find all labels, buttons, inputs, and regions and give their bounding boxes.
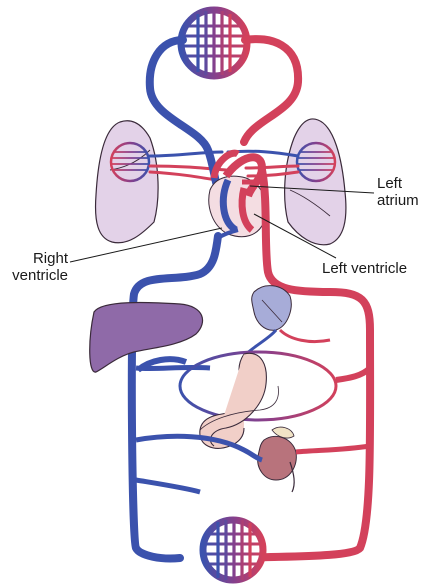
left-lung-capillary-bed bbox=[295, 141, 337, 183]
label-left-atrium-line1: Left bbox=[377, 175, 403, 192]
artery-to-head bbox=[240, 35, 303, 146]
hepatic-vein bbox=[135, 364, 211, 372]
liver bbox=[89, 301, 204, 373]
mesenteric-artery bbox=[335, 365, 373, 383]
label-left-atrium-line2: atrium bbox=[377, 192, 419, 209]
heart bbox=[208, 149, 268, 240]
spleen bbox=[251, 285, 292, 331]
label-right-ventricle-line2: ventricle bbox=[12, 267, 68, 284]
label-right-ventricle-line1: Right bbox=[32, 250, 68, 267]
descending-aorta bbox=[244, 166, 375, 562]
label-left-ventricle: Left ventricle bbox=[322, 260, 408, 277]
kidney bbox=[257, 426, 297, 493]
label-left-atrium: Left atrium bbox=[377, 175, 419, 209]
leader-lines bbox=[69, 185, 375, 263]
splenic-artery bbox=[278, 328, 331, 344]
renal-artery bbox=[295, 443, 371, 455]
main-vein-trunk bbox=[127, 232, 222, 563]
pulmonary-vessels bbox=[148, 149, 300, 184]
label-right-ventricle: Right ventricle bbox=[6, 250, 68, 284]
portal-vein bbox=[136, 356, 188, 373]
upper-body-capillary-bed bbox=[177, 6, 251, 80]
lower-body-capillary-bed bbox=[199, 516, 267, 584]
lower-vein-branch bbox=[135, 477, 201, 495]
renal-vein bbox=[135, 433, 263, 463]
right-lung-capillary-bed bbox=[109, 141, 151, 183]
